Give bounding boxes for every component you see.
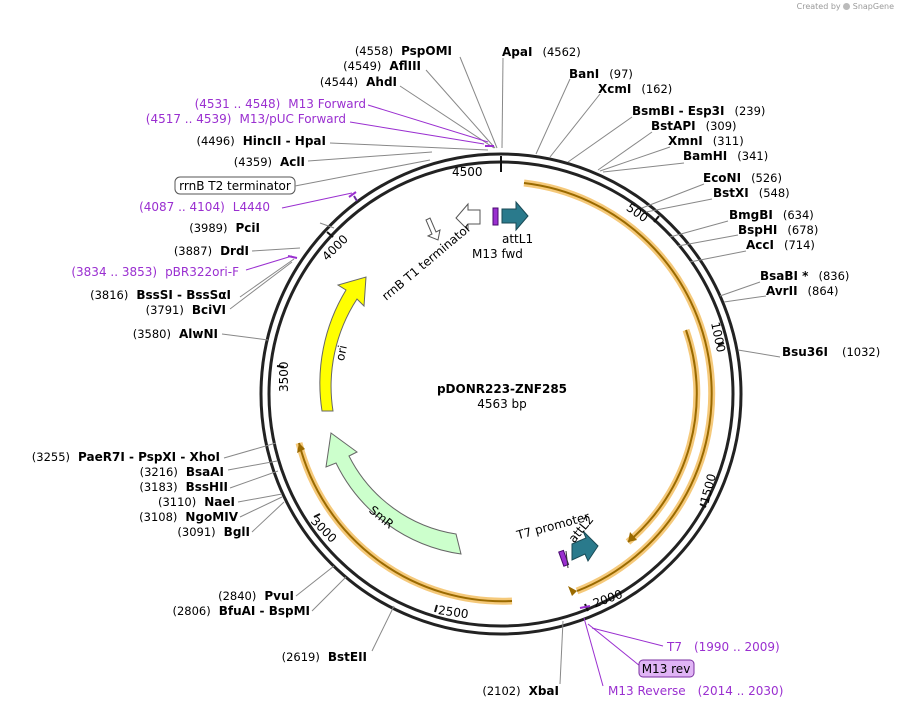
site-acci: AccI(714) [746, 238, 815, 252]
m13-rev-label: M13 rev [642, 662, 691, 676]
site-pspomi: (4558)PspOMI [355, 44, 452, 58]
rrnb-t1-label: rrnB T1 terminator [379, 221, 474, 304]
plasmid-name: pDONR223-ZNF285 [437, 382, 567, 396]
site-bsabi: BsaBI *(836) [760, 269, 849, 283]
tick-3500: 3500 [277, 361, 291, 392]
site-paer7i: (3255)PaeR7I - PspXI - XhoI [32, 450, 220, 464]
site-drdi: (3887)DrdI [174, 244, 249, 258]
site-bsu36i: Bsu36I(1032) [782, 345, 880, 359]
t7-promoter-mark [558, 549, 570, 567]
primer-t7: T7(1990 .. 2009) [666, 640, 780, 654]
site-bani: BanI(97) [569, 67, 633, 81]
site-bgli: (3091)BglI [177, 525, 250, 539]
site-bmgbi: BmgBI(634) [729, 208, 814, 222]
site-xbai: (2102)XbaI [482, 684, 559, 698]
site-avrii: AvrII(864) [766, 284, 838, 298]
site-aflIII: (4549)AflIII [343, 59, 421, 73]
primer-marks [287, 145, 591, 609]
site-bstxi: BstXI(548) [713, 186, 790, 200]
attl1-label: attL1 [502, 232, 533, 246]
primer-m13-forward: (4531 .. 4548)M13 Forward [195, 97, 366, 111]
m13-rev-box [638, 659, 695, 678]
site-hincII-hpai: (4496)HincII - HpaI [196, 134, 326, 148]
tick-2000: 2000 [591, 587, 624, 611]
tick-4500: 4500 [452, 165, 483, 179]
m13-fwd-label: M13 fwd [472, 247, 523, 261]
sites-right: ApaI(4562) BanI(97) XcmI(162) BsmBI - Es… [502, 45, 880, 698]
sites-left: (4558)PspOMI (4549)AflIII (4544)AhdI (45… [32, 44, 559, 698]
tick-1000: 1000 [708, 321, 728, 354]
site-bsteii: (2619)BstEII [282, 650, 367, 664]
primer-m13-reverse: M13 Reverse(2014 .. 2030) [608, 684, 783, 698]
site-bstapi: BstAPI(309) [651, 119, 737, 133]
site-econi: EcoNI(526) [703, 171, 782, 185]
site-apai: ApaI(4562) [502, 45, 581, 59]
site-naei: (3110)NaeI [158, 495, 235, 509]
site-bfuai: (2806)BfuAI - BspMI [172, 604, 310, 618]
rrnb-t1-arrow [455, 202, 481, 232]
credit: Created by SnapGene [797, 2, 894, 11]
credit-brand: SnapGene [852, 2, 894, 11]
site-xmni: XmnI(311) [668, 134, 744, 148]
credit-prefix: Created by [796, 2, 841, 11]
snapgene-logo-icon [843, 3, 851, 10]
leader-lines [221, 56, 781, 685]
primer-m13-puc-forward: (4517 .. 4539)M13/pUC Forward [146, 112, 346, 126]
backbone-outer [259, 152, 743, 636]
plasmid-length: 4563 bp [477, 397, 527, 411]
site-bsshii: (3183)BssHII [139, 480, 228, 494]
site-ahdi: (4544)AhdI [320, 75, 397, 89]
attl2-arrow [571, 530, 599, 563]
site-bcivi: (3791)BciVI [146, 303, 226, 317]
tick-2500: 2500 [437, 603, 469, 621]
rrnb-t2-arrow [425, 217, 441, 241]
site-bamhi: BamHI(341) [683, 149, 768, 163]
site-alwni: (3580)AlwNI [133, 327, 218, 341]
attl1-arrow [501, 200, 529, 232]
site-bsphi: BspHI(678) [738, 223, 818, 237]
site-bsssi: (3816)BssSI - BssSαI [90, 288, 231, 302]
ori-feature [319, 276, 367, 412]
site-xcmi: XcmI(162) [598, 82, 672, 96]
site-pcii: (3989)PciI [189, 221, 260, 235]
site-pvui: (2840)PvuI [218, 589, 294, 603]
ori-label: ori [333, 344, 350, 362]
site-bsmbi: BsmBI - Esp3I(239) [632, 104, 765, 118]
primer-pbr322ori-f: (3834 .. 3853)pBR322ori-F [71, 265, 239, 279]
m13-fwd-mark [492, 207, 499, 226]
rrnb-t2-label: rrnB T2 terminator [179, 179, 291, 193]
primer-l4440: (4087 .. 4104)L4440 [139, 200, 270, 214]
primer-lines [245, 104, 664, 687]
orf-arrows [295, 179, 716, 605]
site-acli: (4359)AclI [234, 155, 305, 169]
site-ngomiv: (3108)NgoMIV [139, 510, 239, 524]
site-bsaai: (3216)BsaAI [140, 465, 224, 479]
tick-4000: 4000 [319, 232, 350, 263]
smr-feature [325, 432, 462, 555]
